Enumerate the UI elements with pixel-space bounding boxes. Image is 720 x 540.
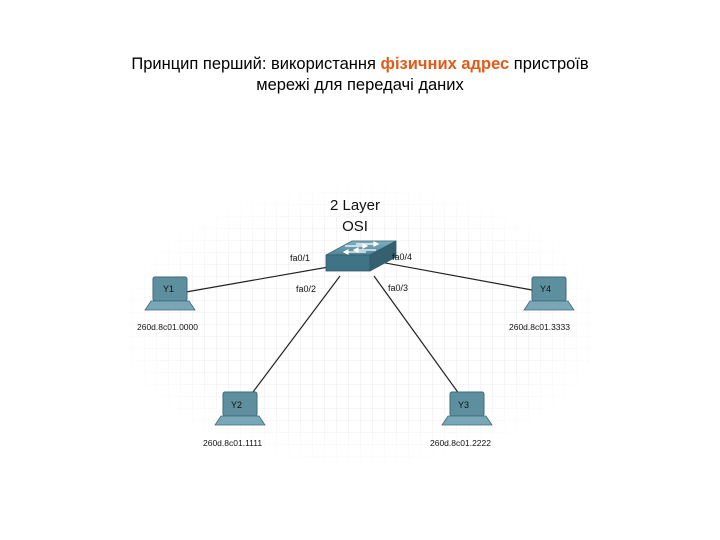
- host-y1-mac: 260d.8c01.0000: [137, 322, 198, 332]
- computer-icon: [144, 276, 196, 311]
- title-mid: використання: [266, 55, 381, 73]
- port-label-fa0-3: fa0/3: [388, 283, 408, 293]
- link-y2: [246, 275, 341, 401]
- computer-icon: [523, 276, 575, 311]
- port-label-fa0-2: fa0/2: [296, 284, 316, 294]
- port-label-fa0-1: fa0/1: [290, 253, 310, 263]
- title-line2: мережі для передачі даних: [256, 76, 464, 94]
- switch-label-line1: 2 Layer: [330, 197, 380, 214]
- host-y2-mac: 260d.8c01.1111: [203, 438, 262, 448]
- host-y1-name: Y1: [163, 284, 174, 294]
- host-y2-name: Y2: [231, 400, 242, 410]
- port-label-fa0-4: fa0/4: [392, 252, 412, 262]
- title-lead: Принцип перший:: [131, 55, 267, 73]
- title-accent: фізичних адрес: [380, 55, 510, 73]
- links: [185, 261, 533, 401]
- link-y4: [379, 261, 533, 291]
- link-y3: [373, 275, 463, 399]
- slide-title: Принцип перший: використання фізичних ад…: [40, 54, 680, 96]
- host-y4-name: Y4: [540, 284, 551, 294]
- link-y1: [185, 264, 341, 293]
- host-y3-name: Y3: [458, 400, 469, 410]
- host-y3[interactable]: Y3 260d.8c01.2222: [430, 391, 493, 448]
- switch-label-line2: OSI: [342, 218, 368, 235]
- computer-icon: [441, 391, 493, 426]
- title-end: пристроїв: [509, 55, 589, 73]
- host-y3-mac: 260d.8c01.2222: [430, 438, 491, 448]
- background-grid: [110, 180, 610, 470]
- host-y4[interactable]: Y4 260d.8c01.3333: [509, 276, 575, 332]
- host-y4-mac: 260d.8c01.3333: [509, 322, 570, 332]
- host-y2[interactable]: Y2 260d.8c01.1111: [203, 391, 266, 448]
- host-y1[interactable]: Y1 260d.8c01.0000: [137, 276, 198, 332]
- computer-icon: [214, 391, 266, 426]
- switch-icon[interactable]: [325, 240, 397, 272]
